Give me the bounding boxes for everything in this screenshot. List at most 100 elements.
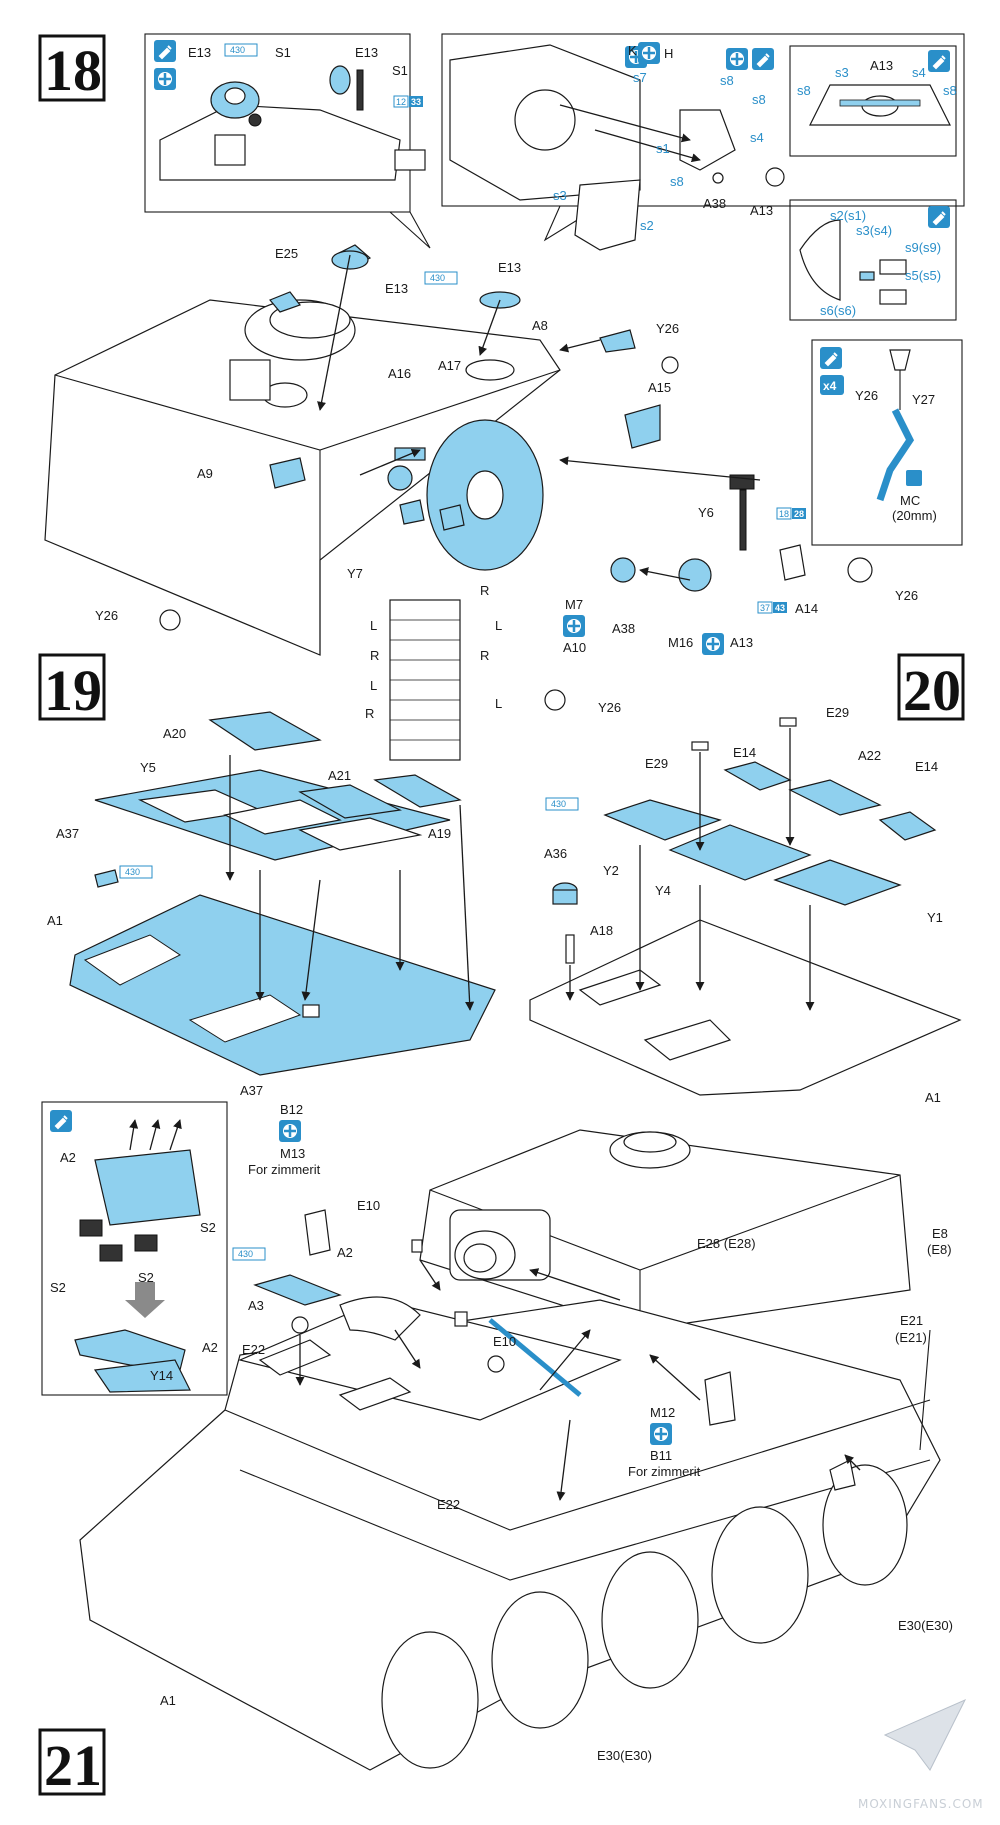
label-MC: MC bbox=[900, 493, 920, 508]
paint-ref-number: 18 bbox=[779, 509, 789, 519]
label-E8: E8 bbox=[932, 1226, 948, 1241]
option-icon bbox=[700, 631, 726, 657]
label-track-R: R bbox=[370, 648, 379, 663]
label-E30: E30(E30) bbox=[898, 1618, 953, 1633]
grille-Y1 bbox=[773, 859, 902, 906]
label-Y26: Y26 bbox=[95, 608, 118, 623]
label-track-L: L bbox=[370, 678, 377, 693]
paint-ref-12-33: 12 33 bbox=[393, 95, 423, 108]
label-s3: s3 bbox=[553, 188, 567, 203]
label-E21-alt: (E21) bbox=[895, 1330, 927, 1345]
step-18-number: 18 bbox=[44, 38, 102, 103]
label-E28: E28 (E28) bbox=[697, 1236, 756, 1251]
hatch-inset bbox=[809, 84, 951, 126]
label-track-R: R bbox=[365, 706, 374, 721]
label-A13: A13 bbox=[750, 203, 773, 218]
step-21: 21 A2 S2 S2 S2 A2 Y14 bbox=[38, 1101, 953, 1798]
label-M12: M12 bbox=[650, 1405, 675, 1420]
grille-Y4 bbox=[668, 824, 812, 881]
label-A9: A9 bbox=[197, 466, 213, 481]
label-E29: E29 bbox=[645, 756, 668, 771]
label-s8: s8 bbox=[670, 174, 684, 189]
paint-icon bbox=[49, 1109, 73, 1133]
label-A13: A13 bbox=[870, 58, 893, 73]
road-wheels bbox=[381, 1464, 908, 1769]
hinge-inset-box bbox=[789, 199, 957, 321]
option-icon bbox=[561, 613, 587, 639]
plate-A19 bbox=[373, 774, 462, 808]
label-A17: A17 bbox=[438, 358, 461, 373]
grille-Y2 bbox=[603, 799, 722, 841]
hatch-plate-detail bbox=[449, 44, 785, 251]
label-H: H bbox=[664, 46, 673, 61]
label-Y2: Y2 bbox=[603, 863, 619, 878]
small-parts-20 bbox=[552, 717, 797, 964]
idler-wheel bbox=[426, 419, 544, 571]
option-icon bbox=[152, 66, 178, 92]
hinge-inset bbox=[799, 219, 907, 305]
step-21-box bbox=[38, 1728, 106, 1796]
label-E10: E10 bbox=[493, 1334, 516, 1349]
label-E13: E13 bbox=[188, 45, 211, 60]
option-icon bbox=[636, 40, 662, 66]
label-E13: E13 bbox=[498, 260, 521, 275]
label-s8: s8 bbox=[943, 83, 957, 98]
label-A13: A13 bbox=[730, 635, 753, 650]
label-s7: s7 bbox=[633, 70, 647, 85]
paint-ref-number: 430 bbox=[430, 273, 445, 283]
label-S2: S2 bbox=[200, 1220, 216, 1235]
water-drop-icon bbox=[906, 470, 922, 486]
label-E22: E22 bbox=[242, 1342, 265, 1357]
paint-icon bbox=[927, 49, 951, 73]
label-s2-s1: s2(s1) bbox=[830, 208, 866, 223]
label-track-L: L bbox=[495, 696, 502, 711]
label-s4: s4 bbox=[912, 65, 926, 80]
label-A38: A38 bbox=[703, 196, 726, 211]
label-E29: E29 bbox=[826, 705, 849, 720]
label-for-zimmerit: For zimmerit bbox=[628, 1464, 701, 1479]
label-A1: A1 bbox=[925, 1090, 941, 1105]
deck-A1 bbox=[69, 894, 496, 1076]
label-Y26: Y26 bbox=[895, 588, 918, 603]
label-M7: M7 bbox=[565, 597, 583, 612]
label-E13: E13 bbox=[385, 281, 408, 296]
paint-ref-18-28: 18 28 bbox=[776, 507, 806, 520]
plate-A20 bbox=[208, 711, 322, 751]
paint-ref-number: 430 bbox=[125, 867, 140, 877]
hatch-inset-box bbox=[789, 45, 957, 157]
small-parts-19 bbox=[94, 869, 320, 1018]
label-for-zimmerit: For zimmerit bbox=[248, 1162, 321, 1177]
label-A22: A22 bbox=[858, 748, 881, 763]
label-M16: M16 bbox=[668, 635, 693, 650]
label-A8: A8 bbox=[532, 318, 548, 333]
label-Y7: Y7 bbox=[347, 566, 363, 581]
label-A1: A1 bbox=[47, 913, 63, 928]
label-E13: E13 bbox=[355, 45, 378, 60]
step-21-number: 21 bbox=[44, 1733, 102, 1798]
watermark-text: MOXINGFANS.COM bbox=[858, 1797, 984, 1811]
paint-ref-number: 430 bbox=[230, 45, 245, 55]
paint-ref-number: 28 bbox=[794, 509, 804, 519]
label-A2: A2 bbox=[60, 1150, 76, 1165]
label-Y26: Y26 bbox=[598, 700, 621, 715]
label-A37: A37 bbox=[56, 826, 79, 841]
step-19-number: 19 bbox=[44, 658, 102, 723]
label-s3: s3 bbox=[835, 65, 849, 80]
mantlet-inset bbox=[74, 1149, 201, 1393]
paint-ref-number: 33 bbox=[411, 97, 421, 107]
label-E21: E21 bbox=[900, 1313, 923, 1328]
label-A38: A38 bbox=[612, 621, 635, 636]
label-s8: s8 bbox=[720, 73, 734, 88]
callout-pointer bbox=[389, 211, 431, 249]
engine-deck-21 bbox=[238, 1299, 622, 1421]
superstructure bbox=[419, 1129, 911, 1331]
watermark-logo: MOXINGFANS.COM bbox=[858, 1698, 984, 1811]
option-icon bbox=[648, 1421, 674, 1447]
paint-ref-number: 12 bbox=[396, 97, 406, 107]
label-A1: A1 bbox=[160, 1693, 176, 1708]
label-E30: E30(E30) bbox=[597, 1748, 652, 1763]
option-icon bbox=[277, 1118, 303, 1144]
step-18-box bbox=[38, 34, 106, 102]
label-A14: A14 bbox=[795, 601, 818, 616]
